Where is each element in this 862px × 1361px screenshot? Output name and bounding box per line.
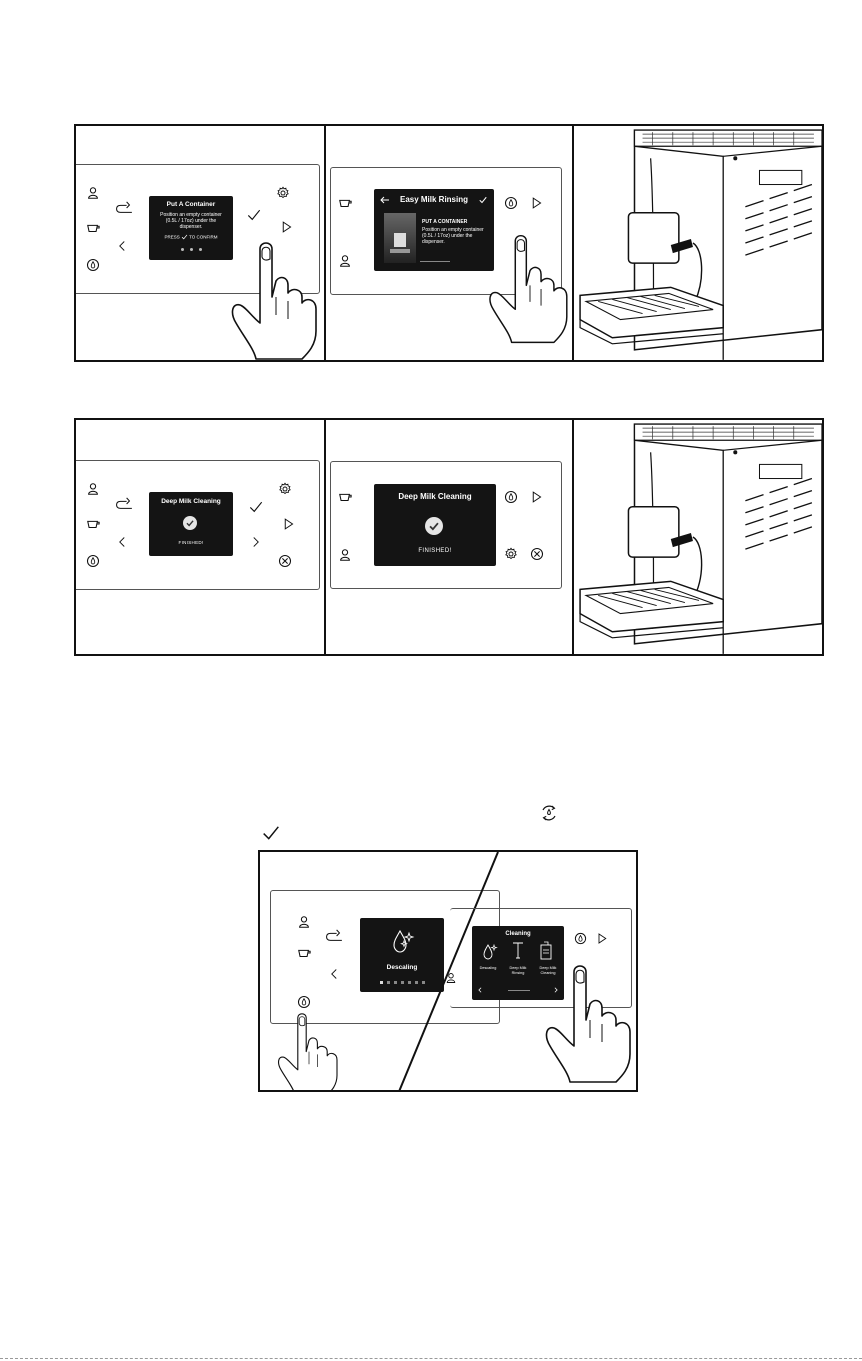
chevron-right-icon <box>250 535 262 549</box>
coffee-machine-icon <box>574 126 824 360</box>
status-text: FINISHED! <box>178 540 204 545</box>
row2-pane2: Deep Milk Cleaning FINISHED! <box>326 420 572 654</box>
hand-pointer-icon <box>484 198 572 358</box>
chevron-left-icon <box>116 239 128 253</box>
row1-frame: Put A Container Position an empty contai… <box>74 124 824 362</box>
cup-icon <box>86 221 100 235</box>
page-dots <box>153 245 229 251</box>
gear-icon <box>278 482 292 496</box>
status-text: FINISHED! <box>418 548 452 554</box>
cup-icon <box>86 517 100 531</box>
descale-cycle-icon <box>542 805 556 821</box>
gear-icon <box>504 547 518 561</box>
user-icon <box>338 254 352 268</box>
back-arrow-icon <box>380 196 389 204</box>
screen-check-icon <box>479 196 487 204</box>
screen-title: Easy Milk Rinsing <box>399 195 469 204</box>
success-check-icon <box>425 517 443 535</box>
descaling-sparkle-icon <box>393 929 415 953</box>
row2-divider-1 <box>324 420 326 654</box>
row1-divider-1 <box>324 126 326 360</box>
screen-title: Deep Milk Cleaning <box>398 492 472 501</box>
progress-dashes <box>420 261 450 262</box>
cup-icon <box>338 196 352 210</box>
row2-frame: Deep Milk Cleaning FINISHED! Deep Milk C… <box>74 418 824 656</box>
deep-milk-cleaning-screen: Deep Milk Cleaning FINISHED! <box>149 492 233 556</box>
success-check-icon <box>183 516 197 530</box>
row2-pane3 <box>574 420 824 654</box>
user-icon <box>338 548 352 562</box>
progress-dots <box>360 978 444 984</box>
screen-body: Position an empty container (0.5L / 17oz… <box>422 227 484 245</box>
check-icon <box>248 500 264 514</box>
screen-title: Deep Milk Cleaning <box>161 498 221 505</box>
row1-pane1: Put A Container Position an empty contai… <box>76 126 324 360</box>
back-icon <box>114 497 134 511</box>
play-icon <box>530 490 543 504</box>
progress-dashes <box>508 990 530 991</box>
press-label: PRESS <box>164 234 180 240</box>
hand-pointer-icon <box>540 932 638 1092</box>
descaling-label: Descaling <box>386 964 418 971</box>
check-icon <box>257 824 285 842</box>
cancel-icon <box>530 547 544 561</box>
drop-icon <box>86 258 100 272</box>
screen-body: Position an empty container (0.5L / 17oz… <box>160 212 222 230</box>
user-icon <box>86 482 100 496</box>
press-confirm-row: PRESS TO CONFIRM <box>153 234 229 241</box>
control-panel-outline <box>330 167 562 295</box>
row2-divider-2 <box>572 420 574 654</box>
option-descaling: Descaling <box>479 966 497 970</box>
cup-icon <box>338 490 352 504</box>
chevron-left-icon <box>116 535 128 549</box>
chevron-right-icon <box>554 987 558 993</box>
option-deep-milk-rinsing: Deep Milk Rinsing <box>509 966 527 975</box>
drop-icon <box>504 490 518 504</box>
gear-icon <box>276 186 290 200</box>
option-deep-milk-cleaning: Deep Milk Cleaning <box>539 966 557 975</box>
row1-pane3 <box>574 126 824 360</box>
milk-rinsing-option-icon <box>513 942 523 959</box>
play-icon <box>282 517 295 531</box>
descaling-screen: Descaling <box>360 918 444 992</box>
cleaning-menu-screen: Cleaning Descaling Deep Milk Rinsing Dee… <box>472 926 564 1000</box>
control-panel-outline <box>450 908 632 1008</box>
inline-check-icon <box>181 234 188 241</box>
row1-divider-2 <box>572 126 574 360</box>
row2-pane1: Deep Milk Cleaning FINISHED! <box>76 420 324 654</box>
control-panel-outline <box>76 460 320 590</box>
descaling-option-icon <box>483 943 498 960</box>
page-bottom-dashed-line <box>0 1358 862 1359</box>
coffee-machine-icon <box>574 420 824 654</box>
cancel-icon <box>278 554 292 568</box>
drop-icon <box>86 554 100 568</box>
screen-title: Cleaning <box>505 931 531 937</box>
screen-heading: PUT A CONTAINER <box>422 219 468 225</box>
split-divider-line <box>398 852 499 1090</box>
easy-milk-rinsing-screen: Easy Milk Rinsing PUT A CONTAINER Positi… <box>374 189 494 271</box>
confirm-label: TO CONFIRM <box>189 234 218 240</box>
row1-pane2: Easy Milk Rinsing PUT A CONTAINER Positi… <box>326 126 572 360</box>
control-panel-outline <box>76 164 320 294</box>
chevron-left-icon <box>478 987 482 993</box>
descaling-frame: Descaling Cleaning Descaling Deep Milk R… <box>258 850 638 1092</box>
control-panel-outline <box>330 461 562 589</box>
user-icon <box>86 186 100 200</box>
hand-pointer-icon <box>226 214 324 360</box>
back-icon <box>114 201 134 215</box>
deep-milk-cleaning-screen-large: Deep Milk Cleaning FINISHED! <box>374 484 496 566</box>
milk-cleaning-option-icon <box>540 941 552 960</box>
dispenser-illustration <box>384 213 416 263</box>
screen-title: Put A Container <box>166 201 216 208</box>
user-icon <box>445 972 457 984</box>
put-container-screen: Put A Container Position an empty contai… <box>149 196 233 260</box>
